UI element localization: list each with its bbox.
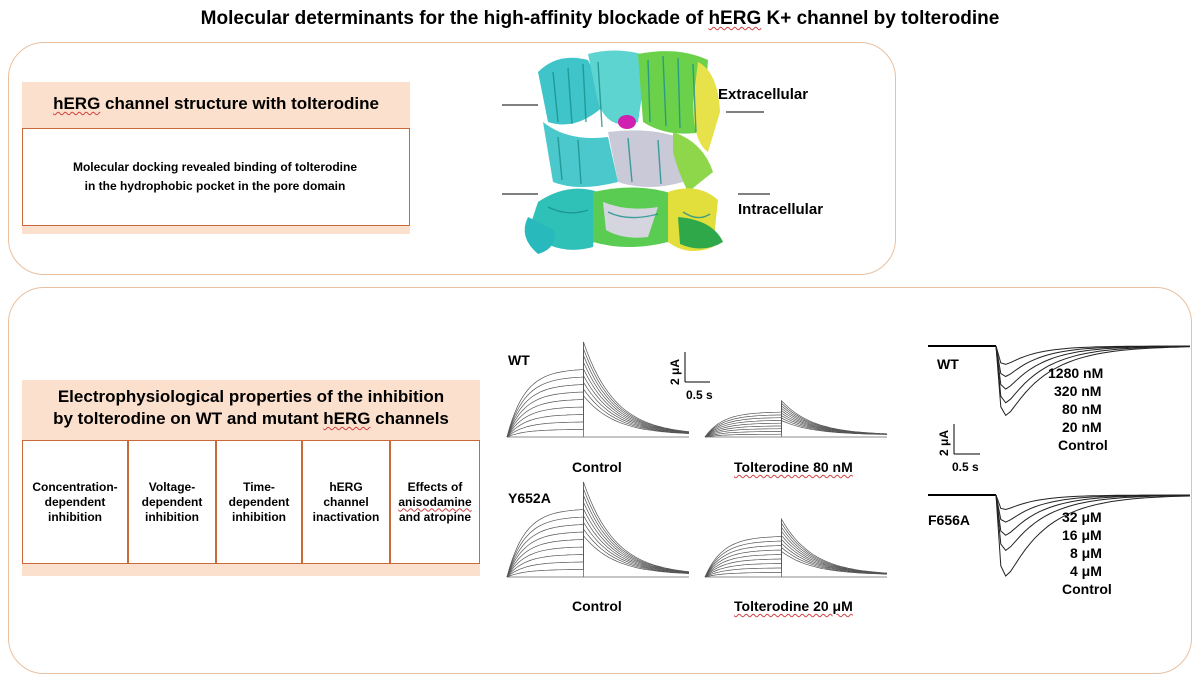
f656a-conc-8: 8 μM (1070, 545, 1102, 561)
tail-wt-label: WT (937, 356, 959, 372)
tolterodine-80nm-label: Tolterodine 80 nM (734, 459, 853, 475)
wt-conc-1280: 1280 nM (1048, 365, 1104, 381)
current-traces (506, 341, 888, 578)
wt-control-trace (506, 361, 690, 438)
title-text: Molecular determinants for the high-affi… (200, 8, 709, 29)
cell-text: anisodamine (398, 494, 472, 509)
tolterodine-molecule (618, 115, 636, 129)
herg-protein-structure (502, 50, 770, 254)
f656a-conc-32: 32 μM (1062, 509, 1102, 525)
cell-text: dependent (44, 494, 106, 509)
extracellular-label: Extracellular (718, 86, 809, 103)
y652a-control-trace (506, 501, 690, 578)
cell-text: hERG (329, 479, 363, 494)
structure-desc: Molecular docking revealed binding of to… (22, 158, 408, 196)
title-herg: hERG (708, 8, 762, 29)
cell-text: inhibition (145, 509, 199, 524)
protein-ribbon (524, 50, 723, 254)
structure-desc-box (22, 128, 410, 226)
cell-text: and atropine (398, 509, 471, 524)
desc-line-2: in the hydrophobic pocket in the pore do… (84, 179, 346, 193)
tolterodine-20um-label: Tolterodine 20 μM (734, 598, 853, 614)
cell-text: inactivation (312, 509, 380, 524)
wt-conc-control: Control (1058, 437, 1108, 453)
cell-text: Time- (243, 479, 275, 494)
cell-text: inhibition (48, 509, 102, 524)
cell-text: channel (323, 494, 369, 509)
control-label-wt: Control (572, 459, 622, 475)
cell-text: Concentration- (32, 479, 118, 494)
wt-conc-320: 320 nM (1054, 383, 1102, 399)
cell-text: dependent (228, 494, 290, 509)
tail-scale-y-label: 2 μA (937, 429, 951, 456)
f656a-tail-trace (995, 494, 1191, 577)
wt-control-trace (506, 341, 690, 438)
cell-text: Effects of (407, 479, 463, 494)
cell-text: Voltage- (148, 479, 196, 494)
wt-tail-trace (995, 345, 1191, 390)
f656a-conc-4: 4 μM (1070, 563, 1102, 579)
ephys-heading-post: channels (370, 409, 449, 428)
wt-tail-trace (995, 345, 1191, 417)
wt-label: WT (508, 352, 530, 368)
ephys-heading-box (22, 380, 480, 440)
scale-y-label: 2 μA (668, 358, 682, 385)
ephys-heading-pre: by tolterodine on WT and mutant (53, 409, 324, 428)
f656a-concentration-list: 32 μM 16 μM 8 μM 4 μM Control (1062, 508, 1112, 598)
ephys-heading-line-2: by tolterodine on WT and mutant hERG cha… (22, 408, 480, 430)
y652a-label: Y652A (508, 490, 551, 506)
cell-text: dependent (141, 494, 203, 509)
f656a-tail-trace (995, 494, 1190, 552)
wt-control-trace (506, 355, 690, 438)
ephys-heading-line-1: Electrophysiological properties of the i… (57, 387, 445, 406)
structure-heading: hERG channel structure with tolterodine (22, 94, 410, 114)
cell-text: inhibition (232, 509, 286, 524)
structure-heading-box (22, 82, 410, 128)
wt-concentration-list: 1280 nM 320 nM 80 nM 20 nM Control (1048, 364, 1108, 454)
page-title: Molecular determinants for the high-affi… (0, 8, 1200, 30)
y652a-control-trace (506, 495, 690, 578)
electrophysiology-panel (8, 287, 1192, 674)
ephys-heading-herg: hERG (323, 409, 371, 428)
wt-tolterodine-trace (704, 399, 888, 438)
f656a-conc-16: 16 μM (1062, 527, 1102, 543)
ephys-heading: Electrophysiological properties of the i… (22, 386, 480, 430)
tail-current-traces (928, 345, 1191, 577)
tail-f656a-label: F656A (928, 512, 971, 528)
intracellular-label: Intracellular (738, 201, 824, 218)
wt-conc-20: 20 nM (1062, 419, 1102, 435)
f656a-conc-control: Control (1062, 581, 1112, 597)
heading-herg: hERG (53, 94, 101, 113)
control-label-y652a: Control (572, 598, 622, 614)
y652a-tolterodine-trace (704, 517, 888, 578)
title-text-end: K+ channel by tolterodine (761, 8, 1000, 29)
desc-line-1: Molecular docking revealed binding of to… (72, 160, 358, 174)
wt-tail-trace (995, 345, 1190, 404)
tail-scale-x-label: 0.5 s (952, 460, 979, 474)
y652a-control-trace (506, 481, 690, 578)
wt-conc-80: 80 nM (1062, 401, 1102, 417)
scale-x-label: 0.5 s (686, 388, 713, 402)
heading-rest: channel structure with tolterodine (100, 94, 379, 113)
